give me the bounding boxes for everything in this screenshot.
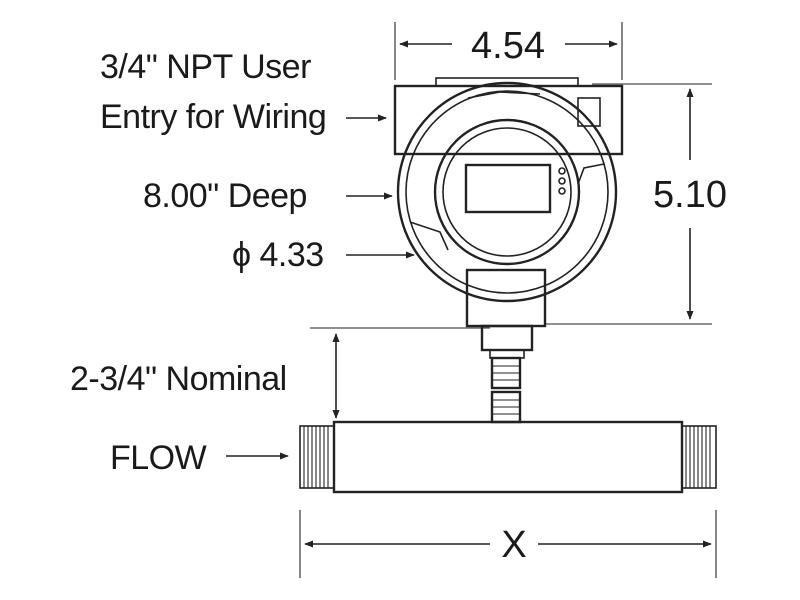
length-dimension: X xyxy=(299,510,717,578)
mounting-stem xyxy=(480,324,534,424)
cover-lug-left xyxy=(409,221,449,251)
transmitter-housing xyxy=(393,77,624,328)
cover-lug-top xyxy=(467,91,541,99)
indicator-led-1 xyxy=(558,167,566,175)
flow-pipe xyxy=(299,420,717,494)
pipe-thread-lines-left xyxy=(303,426,329,488)
wiring-label-line1: 3/4" NPT User xyxy=(100,48,311,86)
height-value: 5.10 xyxy=(653,174,727,216)
width-dimension: 4.54 xyxy=(394,22,623,80)
conduit-entry xyxy=(577,97,601,127)
indicator-led-2 xyxy=(558,177,566,185)
nominal-label: 2-3/4" Nominal xyxy=(70,360,287,398)
length-value: X xyxy=(501,524,526,566)
housing-cover-ring xyxy=(405,90,609,294)
flow-label: FLOW xyxy=(110,439,207,477)
depth-label: 8.00" Deep xyxy=(143,177,307,215)
callouts: 3/4" NPT User Entry for Wiring 8.00" Dee… xyxy=(70,48,415,477)
housing-cover-outer xyxy=(396,81,618,303)
housing-rear-box xyxy=(393,84,624,156)
wiring-label-line2: Entry for Wiring xyxy=(100,98,326,136)
stem-upper-fitting xyxy=(480,324,534,352)
lcd-display xyxy=(464,163,552,214)
pipe-body xyxy=(332,420,684,494)
display-window-outer xyxy=(433,118,581,266)
display-window-inner xyxy=(442,127,572,257)
indicator-led-3 xyxy=(558,187,566,195)
pipe-thread-left xyxy=(299,425,335,489)
pipe-thread-right xyxy=(681,425,717,489)
stem-collar xyxy=(489,349,525,359)
height-dimension: 5.10 xyxy=(545,83,727,325)
width-value: 4.54 xyxy=(471,25,545,67)
diameter-label: ϕ 4.33 xyxy=(232,236,324,274)
pipe-thread-lines-right xyxy=(685,426,711,488)
cover-lug-right xyxy=(577,163,605,185)
